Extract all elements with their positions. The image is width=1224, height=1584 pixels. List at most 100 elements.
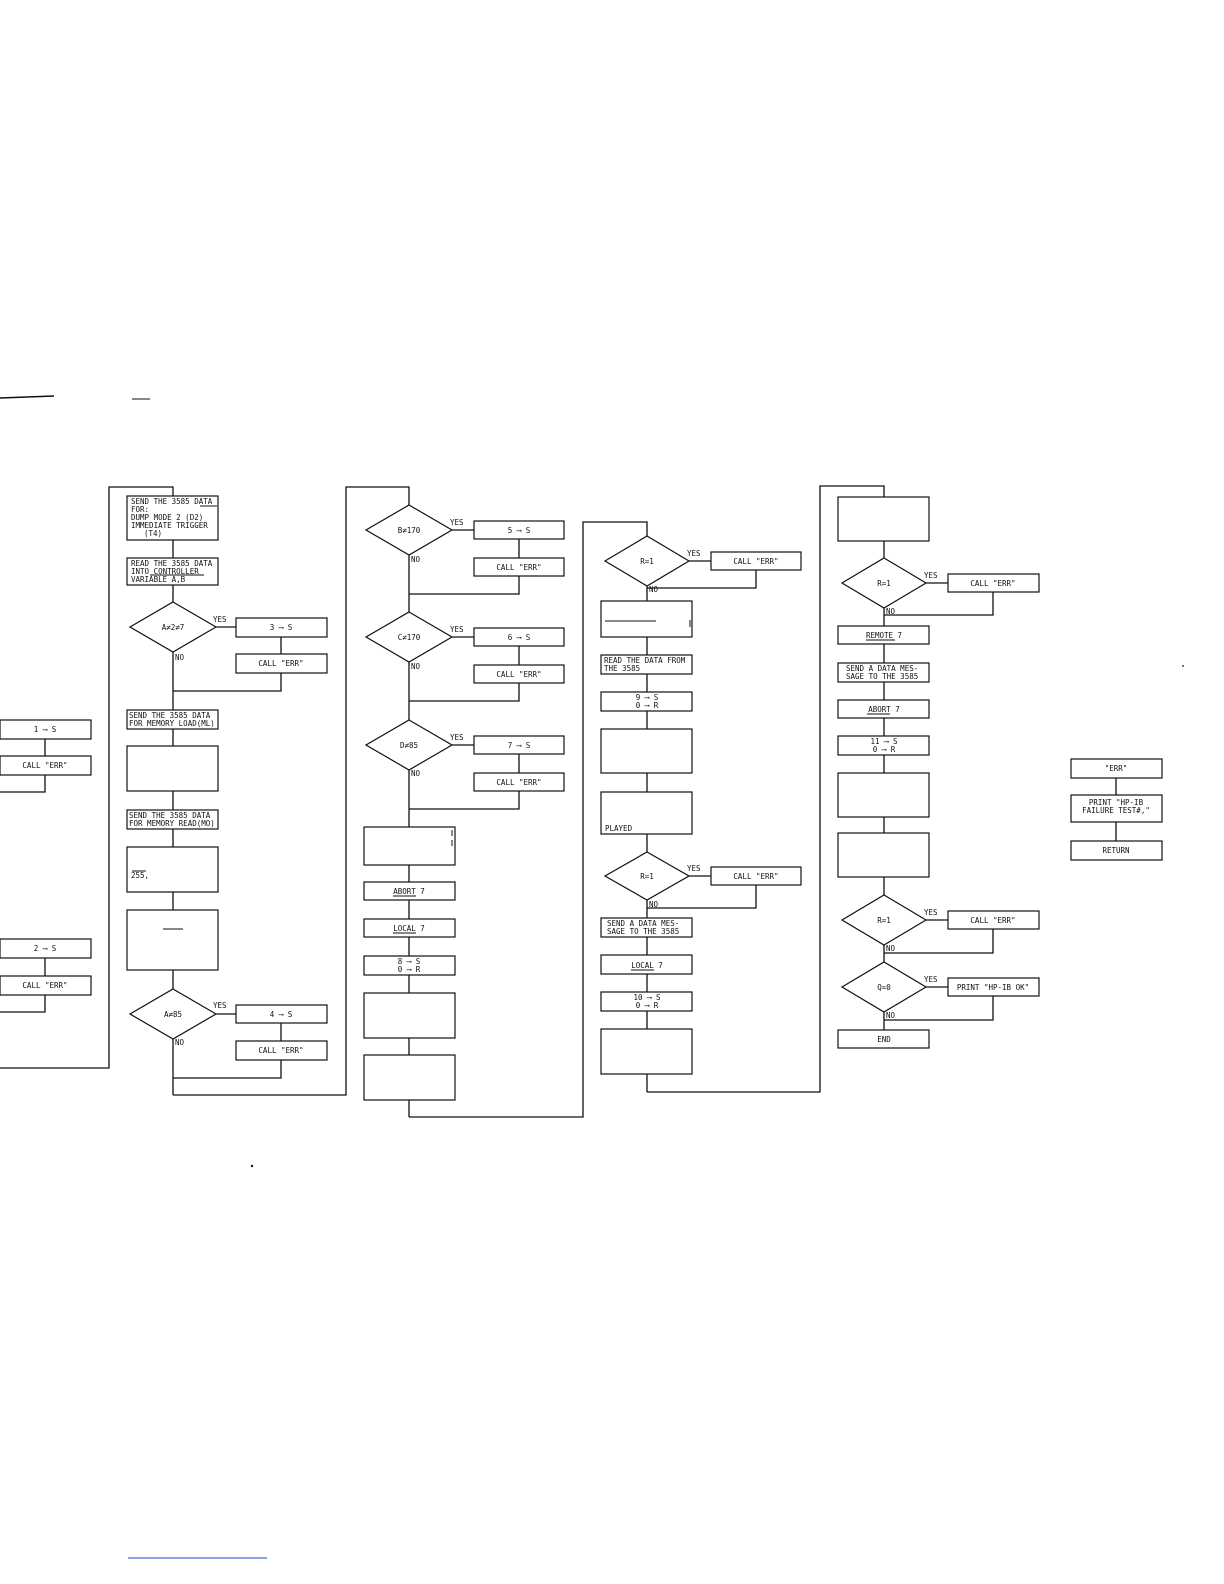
read-data-line: VARIABLE A,B (131, 575, 186, 584)
print-fail-line: FAILURE TEST#," (1082, 806, 1150, 815)
no-label: NO (411, 662, 421, 671)
yes-label: YES (450, 733, 464, 742)
yes-label: YES (687, 549, 701, 558)
step-label: 11 ⟶ S (870, 737, 898, 746)
yes-label: YES (450, 518, 464, 527)
send-load-line: FOR MEMORY LOAD(ML) (129, 719, 215, 728)
local-label: LOCAL 7 (393, 924, 425, 933)
blank-box (363, 1054, 456, 1101)
end-box (837, 1029, 930, 1049)
call-err-label: CALL "ERR" (970, 579, 1015, 588)
step-label: 1 ⟶ S (34, 725, 57, 734)
send-data-box (126, 495, 219, 541)
column-2: SEND THE 3585 DATA FOR: DUMP MODE 2 (D2)… (126, 495, 328, 1095)
decision-label: D≠85 (400, 741, 418, 750)
decision-label: B≠170 (398, 526, 421, 535)
call-err-label: CALL "ERR" (733, 557, 778, 566)
no-label: NO (649, 900, 659, 909)
yes-label: YES (924, 571, 938, 580)
decision-label: Q=0 (877, 983, 891, 992)
call-err-label: CALL "ERR" (496, 778, 541, 787)
print-fail-line: PRINT "HP-IB (1089, 798, 1144, 807)
played-label: PLAYED (605, 824, 633, 833)
value-label: 255, (131, 871, 149, 880)
no-label: NO (886, 944, 896, 953)
blank-box (363, 992, 456, 1039)
decision-label: R=1 (640, 557, 654, 566)
connector (409, 521, 648, 1118)
decision-label: R=1 (877, 916, 891, 925)
no-label: NO (175, 1038, 185, 1047)
step-label: 0 ⟶ R (398, 965, 421, 974)
no-label: NO (886, 1011, 896, 1020)
remote-label: REMOTE 7 (866, 631, 902, 640)
err-title-label: "ERR" (1105, 764, 1128, 773)
step-label: 0 ⟶ R (636, 701, 659, 710)
send-read-line: SEND THE 3585 DATA (129, 811, 211, 820)
send-msg-line: SAGE TO THE 3585 (846, 672, 918, 681)
blank-box (600, 600, 693, 638)
abort-label: ABORT 7 (868, 705, 900, 714)
step-label: 10 ⟶ S (633, 993, 661, 1002)
send-read-line: FOR MEMORY READ(MO) (129, 819, 215, 828)
read-data-line: INTO CONTROLLER (131, 567, 199, 576)
column-1: 1 ⟶ S CALL "ERR" 2 ⟶ S CALL "ERR" (0, 719, 92, 1013)
end-label: END (877, 1035, 891, 1044)
read-from-line: THE 3585 (604, 664, 640, 673)
call-err-label: CALL "ERR" (22, 761, 67, 770)
call-err-label: CALL "ERR" (258, 659, 303, 668)
abort-label: ABORT 7 (393, 887, 425, 896)
print-ok-label: PRINT "HP-IB OK" (957, 983, 1029, 992)
blank-box (363, 826, 456, 866)
blank-box (126, 909, 219, 971)
decision-label: A≠2≠7 (162, 623, 185, 632)
return-label: RETURN (1102, 846, 1129, 855)
no-label: NO (649, 585, 659, 594)
call-err-label: CALL "ERR" (22, 981, 67, 990)
local-label: LOCAL 7 (631, 961, 663, 970)
decision-label: R=1 (640, 872, 654, 881)
call-err-label: CALL "ERR" (496, 670, 541, 679)
blank-box (837, 832, 930, 878)
blank-box (837, 496, 930, 542)
no-label: NO (175, 653, 185, 662)
call-err-label: CALL "ERR" (496, 563, 541, 572)
send-data-line: DUMP MODE 2 (D2) (131, 513, 203, 522)
column-5: R=1 YES NO CALL "ERR" REMOTE 7 SEND A DA… (837, 496, 1040, 1049)
blank-box (837, 772, 930, 818)
send-msg-line: SEND A DATA MES- (846, 664, 918, 673)
send-load-line: SEND THE 3585 DATA (129, 711, 211, 720)
return-box (1070, 840, 1163, 861)
step-label: 0 ⟶ R (873, 745, 896, 754)
no-label: NO (411, 769, 421, 778)
send-data-line: SEND THE 3585 DATA (131, 497, 213, 506)
value-box (126, 846, 219, 893)
step-label: 3 ⟶ S (270, 623, 293, 632)
blank-box (126, 745, 219, 792)
no-label: NO (411, 555, 421, 564)
decision-label: R=1 (877, 579, 891, 588)
speck (250, 1164, 254, 1168)
step-label: 7 ⟶ S (508, 741, 531, 750)
step-label: 8 ⟶ S (398, 957, 421, 966)
blank-box (600, 1028, 693, 1075)
yes-label: YES (213, 1001, 227, 1010)
read-data-box (126, 557, 219, 586)
print-fail-box (1070, 794, 1163, 823)
speck (1182, 665, 1184, 667)
no-label: NO (886, 607, 896, 616)
yes-label: YES (213, 615, 227, 624)
send-data-line: IMMEDIATE TRIGGER (131, 521, 208, 530)
send-msg-line: SAGE TO THE 3585 (607, 927, 679, 936)
yes-label: YES (924, 908, 938, 917)
yes-label: YES (450, 625, 464, 634)
blank-box (600, 728, 693, 774)
decision-label: A≠85 (164, 1010, 182, 1019)
yes-label: YES (687, 864, 701, 873)
yes-label: YES (924, 975, 938, 984)
connector (647, 485, 885, 1093)
read-from-line: READ THE DATA FROM (604, 656, 686, 665)
page-mark (0, 395, 55, 399)
connector (173, 486, 410, 1096)
